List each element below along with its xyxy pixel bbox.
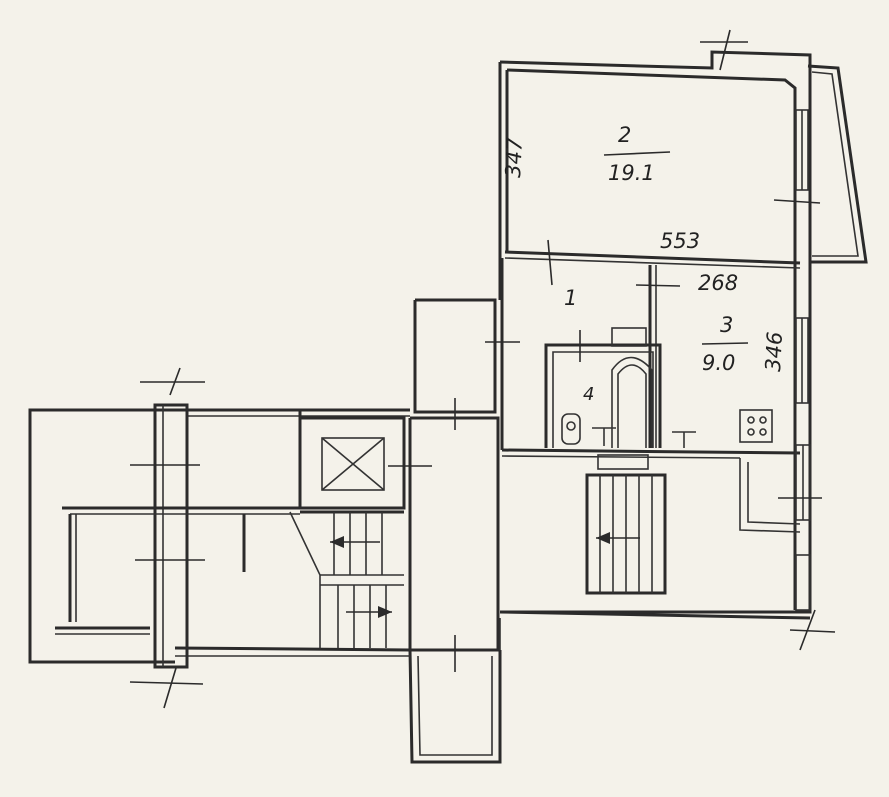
bathroom	[544, 327, 662, 448]
dimension-ticks	[129, 29, 836, 709]
room-2-depth-dim: 347	[501, 136, 527, 178]
room-2-area: 19.1	[608, 161, 655, 185]
balcony-right	[807, 64, 868, 264]
room-3-area: 9.0	[702, 351, 735, 375]
staircase-main	[585, 454, 667, 595]
corridor-walls	[174, 298, 502, 764]
stove-icon	[739, 409, 773, 443]
room-3-number: 3	[720, 313, 733, 337]
bathtub-icon	[611, 356, 653, 448]
apartment-walls	[498, 50, 812, 650]
room-2-width-dim: 553	[660, 229, 700, 253]
elevator-icon	[298, 416, 406, 510]
room-2-number: 2	[618, 123, 631, 147]
room-3-width-dim: 268	[698, 271, 738, 295]
room-3-depth-dim: 346	[761, 331, 787, 372]
room-1-number: 1	[564, 286, 577, 310]
left-wing-walls	[28, 403, 302, 669]
toilet-icon	[561, 413, 581, 445]
sink-icon	[592, 427, 696, 448]
room-3-label: 3 9.0	[701, 313, 749, 375]
room-2-label: 2 19.1	[603, 123, 671, 185]
staircase-left	[289, 510, 404, 648]
room-4-number: 4	[583, 384, 594, 405]
stair-arrow-icon	[596, 532, 640, 544]
windows-right	[795, 109, 811, 611]
